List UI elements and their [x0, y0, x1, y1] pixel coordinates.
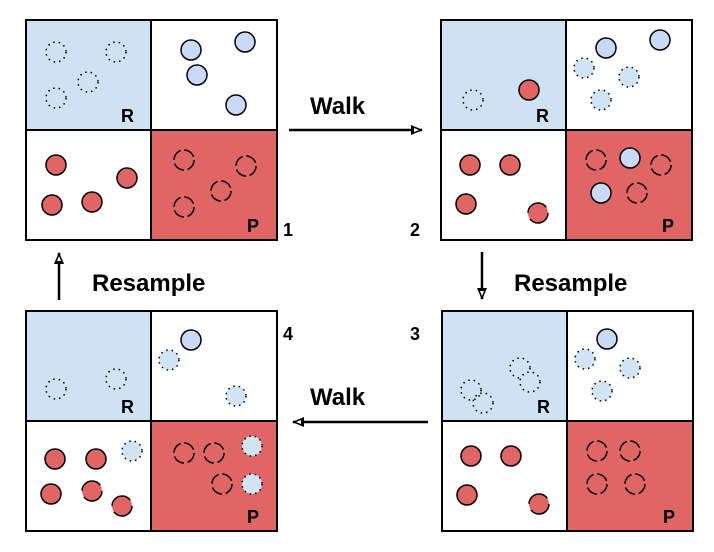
particle-dotted — [472, 392, 494, 414]
particle-blue — [590, 182, 612, 204]
particle-blue — [234, 31, 256, 53]
particle-red — [116, 167, 138, 189]
region-empty-bottom-left — [442, 421, 567, 531]
particle-blue — [180, 329, 202, 351]
particle-red — [456, 484, 478, 506]
particle-dashed — [203, 442, 225, 464]
particle-ghost — [590, 89, 612, 111]
region-label-r: R — [536, 106, 549, 126]
particle-blue — [596, 328, 618, 350]
particle-blue — [186, 64, 208, 86]
particle-halfred — [528, 493, 550, 515]
particle-red — [460, 445, 482, 467]
particle-ghost — [574, 348, 596, 370]
particle-dashed — [619, 440, 641, 462]
region-label-r: R — [537, 397, 550, 417]
step-number-3: 3 — [410, 324, 420, 344]
particle-red — [85, 448, 107, 470]
particle-ghost — [121, 440, 143, 462]
step-number-4: 4 — [283, 324, 293, 344]
particle-dashed — [585, 149, 607, 171]
step-number-1: 1 — [283, 220, 293, 240]
particle-dotted — [45, 41, 67, 63]
particle-halfred — [81, 480, 103, 502]
particle-red — [45, 154, 67, 176]
particle-dashed — [173, 196, 195, 218]
panel-step-1: RP — [25, 19, 278, 241]
region-empty-top-right — [151, 20, 277, 130]
particle-ghost — [241, 473, 263, 495]
particle-red — [459, 154, 481, 176]
particle-halfred — [527, 202, 549, 224]
particle-ghost — [241, 435, 263, 457]
step-number-2: 2 — [410, 220, 420, 240]
particle-dashed — [650, 154, 672, 176]
particle-red — [40, 483, 62, 505]
resample-label-left: Resample — [92, 270, 205, 297]
panel-step-4: RP — [25, 310, 278, 532]
particle-blue — [225, 94, 247, 116]
particle-dashed — [173, 149, 195, 171]
particle-halfred — [111, 495, 133, 517]
particle-ghost — [105, 368, 127, 390]
particle-dotted — [45, 87, 67, 109]
particle-red — [41, 194, 63, 216]
particle-ghost — [573, 57, 595, 79]
region-label-p: P — [247, 216, 259, 236]
region-p — [151, 130, 277, 240]
region-label-p: P — [247, 507, 259, 527]
walk-label-top: Walk — [310, 93, 366, 120]
particle-red — [500, 445, 522, 467]
particle-ghost — [618, 66, 640, 88]
particle-ghost — [591, 380, 613, 402]
region-empty-bottom-left — [26, 421, 151, 531]
region-r — [26, 311, 151, 421]
particle-red — [455, 193, 477, 215]
particle-dotted — [462, 89, 484, 111]
region-label-r: R — [121, 106, 134, 126]
particle-red — [499, 154, 521, 176]
panel-step-2: RP — [440, 19, 693, 241]
particle-ghost — [519, 371, 541, 393]
region-label-p: P — [663, 507, 675, 527]
particle-dotted — [460, 379, 482, 401]
region-r — [26, 20, 151, 130]
region-label-p: P — [662, 216, 674, 236]
particle-blue — [180, 39, 202, 61]
particle-dashed — [586, 440, 608, 462]
particle-dashed — [211, 473, 233, 495]
particle-dotted — [77, 71, 99, 93]
particle-ghost — [158, 349, 180, 371]
particle-dotted — [105, 41, 127, 63]
particle-ghost — [619, 357, 641, 379]
particle-red — [518, 79, 540, 101]
particle-blue — [649, 29, 671, 51]
particle-ghost — [225, 385, 247, 407]
particle-ghost — [509, 357, 531, 379]
particle-dashed — [210, 180, 232, 202]
particle-red — [81, 191, 103, 213]
region-label-r: R — [121, 397, 134, 417]
panel-step-3: RP — [441, 310, 694, 532]
particle-dashed — [624, 473, 646, 495]
particle-red — [44, 448, 66, 470]
particle-blue — [595, 37, 617, 59]
walk-label-bottom: Walk — [310, 384, 366, 411]
region-r — [441, 20, 566, 130]
particle-dotted — [45, 378, 67, 400]
particle-dashed — [173, 442, 195, 464]
particle-dashed — [235, 155, 257, 177]
region-empty-bottom-left — [441, 130, 566, 240]
resample-label-right: Resample — [514, 270, 627, 297]
particle-dashed — [626, 182, 648, 204]
particle-blue — [619, 147, 641, 169]
region-r — [442, 311, 567, 421]
particle-dashed — [586, 473, 608, 495]
